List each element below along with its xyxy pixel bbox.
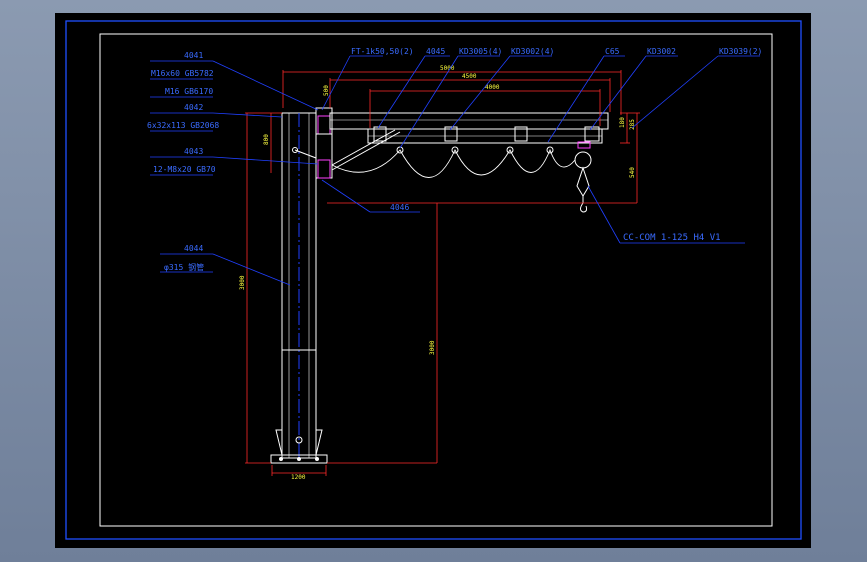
label-column-desc: φ315 钢管 <box>164 262 204 272</box>
dim-col-head: 800 <box>263 134 270 145</box>
label-kd4: KD3039(2) <box>719 47 762 56</box>
dim-right-ext: 500 <box>323 85 330 96</box>
festoon-cable <box>331 148 576 178</box>
drawing-sheet <box>55 13 811 548</box>
chain-hoist <box>574 141 592 213</box>
dim-col-total: 3000 <box>239 275 246 290</box>
leader-lines <box>150 55 760 286</box>
outer-border <box>65 20 802 540</box>
label-part-4046: 4046 <box>390 203 409 212</box>
label-kd3: KD3002 <box>647 47 676 56</box>
base-plate <box>270 454 328 464</box>
label-kd2: KD3002(4) <box>511 47 554 56</box>
label-hoist: CC-COM 1-125 H4 V1 <box>623 233 721 243</box>
inner-border <box>99 33 773 527</box>
dim-base-width: 1200 <box>291 474 306 481</box>
label-part-4045: 4045 <box>426 47 445 56</box>
dim-rail: 4000 <box>485 84 500 91</box>
dim-top-overall: 5000 <box>440 65 455 72</box>
dim-hoist-h: 540 <box>629 167 636 178</box>
crane-structure <box>270 107 609 464</box>
label-bolt-m16: M16x60 GB5782 <box>151 69 214 78</box>
label-part-4044: 4044 <box>184 244 203 253</box>
label-c65: C65 <box>605 47 620 56</box>
label-part-4042: 4042 <box>184 103 203 112</box>
label-pin: 6x32x113 GB2068 <box>147 121 219 130</box>
dim-beam-h1: 180 <box>619 117 626 128</box>
label-screw-m8: 12-M8x20 GB70 <box>153 165 216 174</box>
label-kd1: KD3005(4) <box>459 47 502 56</box>
dim-top-inner: 4500 <box>462 73 477 80</box>
label-part-4043: 4043 <box>184 147 203 156</box>
dim-hook-height: 3000 <box>429 340 436 355</box>
label-washer-m16: M16 GB6170 <box>165 87 213 96</box>
label-ft: FT-1k50,50(2) <box>351 47 414 56</box>
dimension-lines <box>245 70 640 476</box>
dim-beam-h2: 285 <box>629 119 636 130</box>
label-part-4041: 4041 <box>184 51 203 60</box>
